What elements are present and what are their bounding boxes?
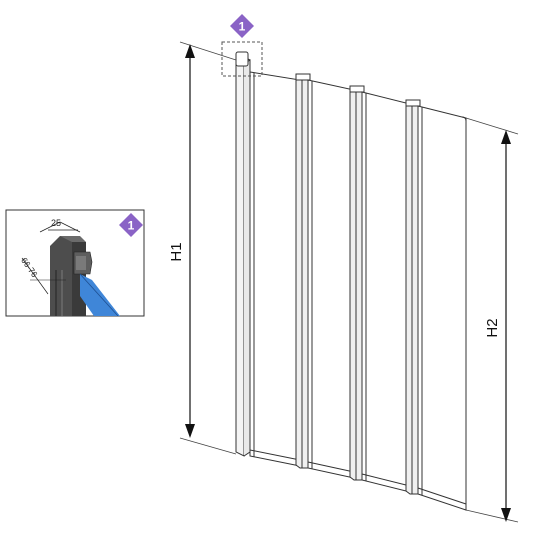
main-callout-badge: 1 (230, 14, 254, 38)
detail-profile (50, 236, 93, 316)
dimension-h2: H2 (465, 117, 519, 523)
glass-panel-3 (361, 91, 411, 493)
wall-profile (235, 51, 251, 457)
detail-dim-width: 25 (39, 218, 81, 233)
detail-callout-badge: 1 (119, 213, 143, 237)
glass-panel-4 (417, 105, 467, 511)
detail-width-label: 25 (51, 218, 61, 228)
bath-screen-drawing (221, 41, 467, 511)
detail-marker-frame (221, 41, 263, 77)
h1-label: H1 (168, 242, 185, 261)
h2-label: H2 (484, 318, 501, 337)
main-badge-number: 1 (239, 20, 246, 34)
glass-panel-1 (249, 71, 301, 467)
glass-panel-2 (307, 79, 355, 479)
detail-badge-number: 1 (128, 219, 135, 233)
detail-inset: 25 66-76 1 (5, 209, 145, 317)
dimension-h1: H1 (168, 41, 237, 455)
